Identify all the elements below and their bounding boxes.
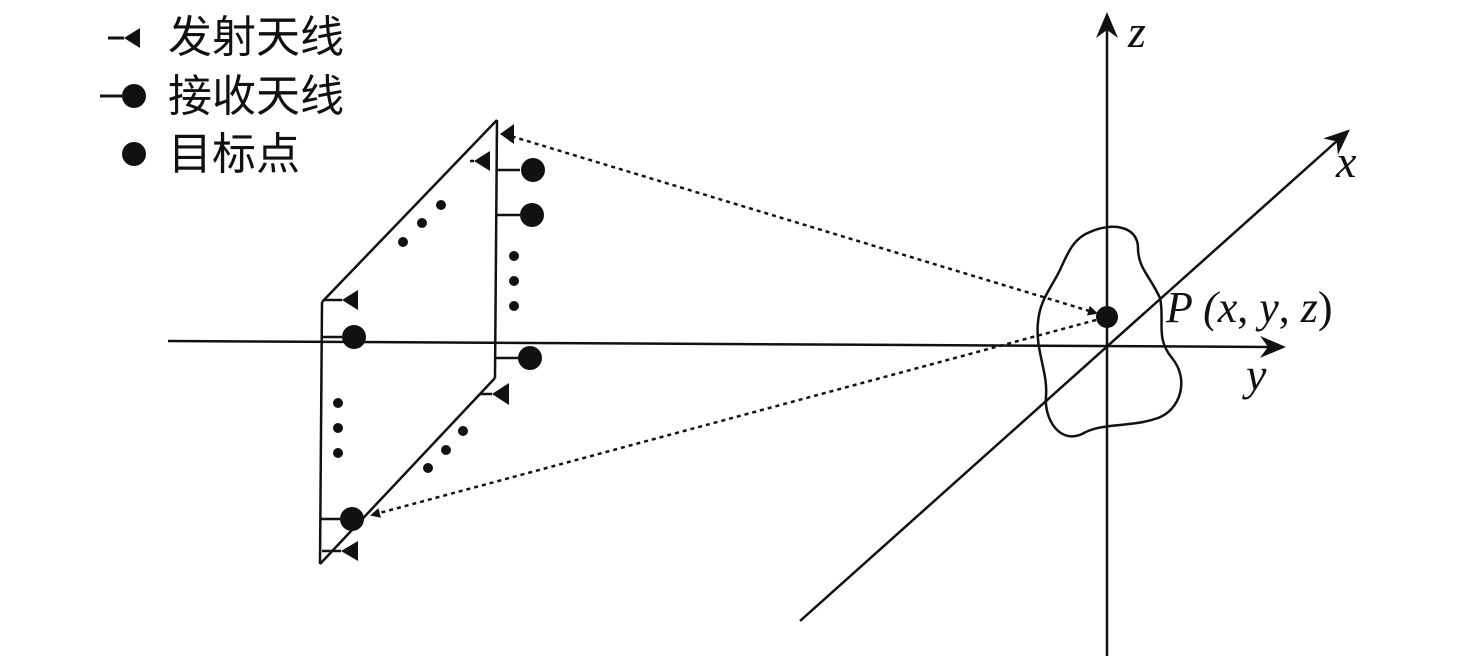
signal-paths <box>370 132 1098 518</box>
array-left-edge <box>318 301 324 565</box>
transmit-antenna-icon <box>480 383 509 405</box>
receive-antenna-icon <box>497 203 544 227</box>
y-axis-label: y <box>1242 349 1267 400</box>
legend-transmit: 发射天线 <box>108 12 344 63</box>
antenna-array <box>318 119 545 565</box>
receive-antenna-icon <box>495 346 542 370</box>
legend-receive: 接收天线 <box>100 71 344 122</box>
x-axis <box>799 129 1350 622</box>
transmit-antenna-icon <box>108 28 140 48</box>
legend-transmit-label: 发射天线 <box>168 12 344 63</box>
transmit-antenna-icon <box>470 151 490 171</box>
transmit-path <box>503 132 1098 316</box>
array-bottom-edge <box>319 377 496 565</box>
target-point-label: P (x, y, z) <box>1165 283 1333 332</box>
legend-target-label: 目标点 <box>168 129 300 180</box>
x-axis-label: x <box>1335 136 1357 187</box>
transmit-antenna-icon <box>324 290 358 310</box>
z-axis-label: z <box>1127 6 1146 57</box>
ellipsis-dots <box>333 200 519 473</box>
array-top-edge <box>321 119 498 303</box>
y-axis <box>167 335 1286 358</box>
legend-receive-label: 接收天线 <box>168 71 344 122</box>
target-object-outline <box>1036 225 1183 438</box>
target-point-icon <box>122 142 146 166</box>
receive-path <box>370 318 1097 518</box>
array-right-edge <box>493 119 499 379</box>
receive-antenna-icon <box>322 325 366 349</box>
legend-target: 目标点 <box>122 129 300 180</box>
receive-antenna-icon <box>497 158 545 182</box>
legend: 发射天线 接收天线 目标点 <box>100 12 344 180</box>
transmit-antenna-icon <box>322 541 358 561</box>
receive-antenna-icon <box>100 84 146 108</box>
receive-antenna-icon <box>320 507 364 531</box>
target-point-p <box>1096 306 1118 328</box>
